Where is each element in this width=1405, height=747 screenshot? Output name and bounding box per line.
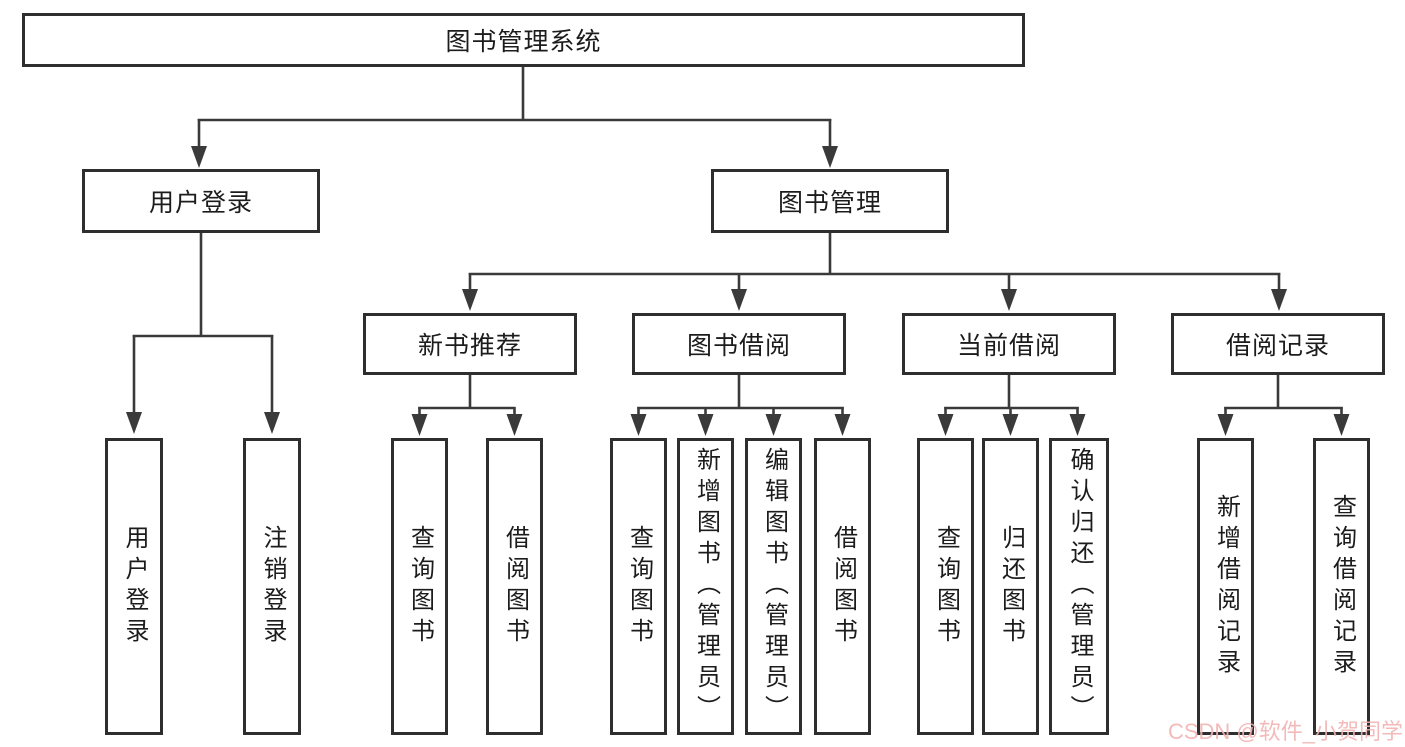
leaf-confirm-return-admin: 确认归还（管理员）: [1049, 438, 1109, 735]
leaf-label: 查询借阅记录: [1328, 493, 1356, 680]
leaf-borrow-books-recommend: 借阅图书: [486, 438, 543, 735]
leaf-label: 用户登录: [121, 524, 148, 649]
leaf-label: 归还图书: [997, 524, 1025, 649]
leaf-label: 借阅图书: [501, 524, 529, 649]
node-current-borrow: 当前借阅: [902, 313, 1116, 375]
leaf-query-books-current: 查询图书: [917, 438, 974, 735]
node-book-borrow: 图书借阅: [632, 313, 846, 375]
leaf-add-borrow-record: 新增借阅记录: [1197, 438, 1254, 735]
leaf-label: 借阅图书: [829, 524, 857, 649]
node-library-system: 图书管理系统: [22, 13, 1025, 67]
leaf-user-login: 用户登录: [105, 438, 163, 735]
leaf-logout: 注销登录: [243, 438, 301, 735]
leaf-label: 编辑图书（管理员）: [760, 447, 788, 726]
leaf-label: 注销登录: [259, 524, 286, 649]
leaf-label: 查询图书: [625, 524, 653, 649]
leaf-label: 新增借阅记录: [1212, 493, 1240, 680]
node-user-login: 用户登录: [82, 169, 320, 233]
leaf-borrow-books: 借阅图书: [814, 438, 871, 735]
node-book-management: 图书管理: [711, 169, 949, 233]
leaf-label: 确认归还（管理员）: [1066, 447, 1093, 726]
node-borrow-records: 借阅记录: [1171, 313, 1385, 375]
watermark: CSDN @软件_小贺同学: [1167, 719, 1403, 744]
leaf-query-books-recommend: 查询图书: [391, 438, 448, 735]
leaf-label: 查询图书: [932, 524, 960, 649]
leaf-query-borrow-record: 查询借阅记录: [1313, 438, 1370, 735]
node-new-book-recommend: 新书推荐: [363, 313, 577, 375]
leaf-label: 查询图书: [406, 524, 434, 649]
leaf-query-books-borrow: 查询图书: [610, 438, 667, 735]
leaf-return-books: 归还图书: [982, 438, 1039, 735]
leaf-label: 新增图书（管理员）: [692, 447, 720, 726]
leaf-edit-books-admin: 编辑图书（管理员）: [745, 438, 802, 735]
leaf-add-books-admin: 新增图书（管理员）: [677, 438, 734, 735]
